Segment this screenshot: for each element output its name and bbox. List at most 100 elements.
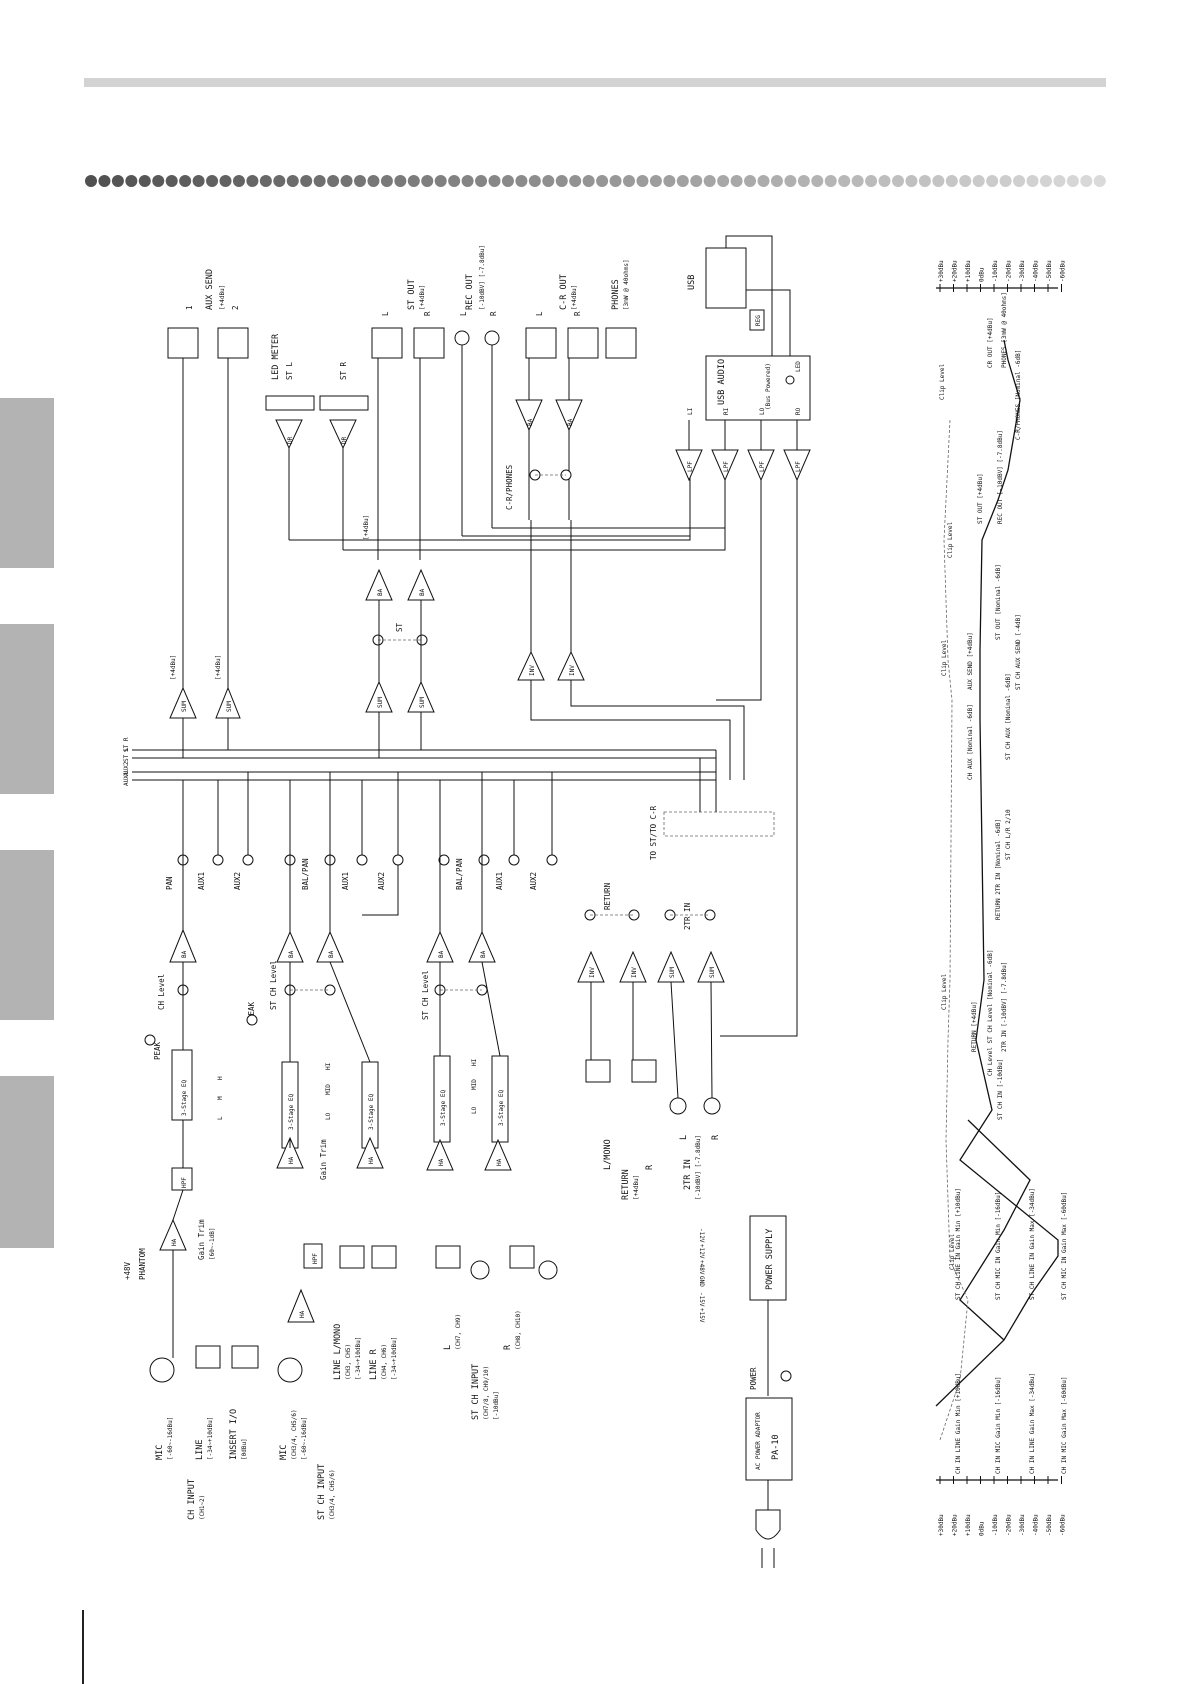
ch-line-jack[interactable] [195, 1345, 221, 1369]
ch-insert-level: [0dBu] [241, 1438, 248, 1460]
st78-l-rca[interactable] [470, 1260, 490, 1280]
2tr-sum-r-label: SUM [709, 967, 716, 978]
st34-ha-l-label: HA [288, 1156, 295, 1164]
st78-balpan-label: BAL/PAN [455, 858, 464, 890]
ch-aux1-knob[interactable] [212, 854, 224, 866]
level-scale-top: +10dBu [965, 260, 972, 282]
st78-aux1-knob[interactable] [508, 854, 520, 866]
st78-r-rca[interactable] [538, 1260, 558, 1280]
divider-dot [111, 175, 124, 187]
ch-line-label: LINE [195, 1440, 205, 1460]
usb-connector[interactable] [705, 247, 747, 309]
aux2-jack[interactable] [217, 327, 249, 359]
st34-eq-l-label: 3-Stage EQ [288, 1093, 295, 1130]
return-input-level: [+4dBu] [633, 1175, 640, 1200]
divider-dot [259, 175, 272, 187]
meter-st-r-label: ST R [339, 361, 348, 380]
usb-audio-label: USB AUDIO [717, 359, 727, 405]
st-out-r-jack[interactable] [413, 327, 445, 359]
divider-dot [959, 175, 972, 187]
bus-label-aux2: AUX2 [123, 761, 130, 776]
divider-dot [488, 175, 501, 187]
rec-out-l-jack[interactable] [454, 330, 470, 346]
divider-dot [407, 175, 420, 187]
rec-out-level: [-10dBV] [-7.8dBu] [479, 245, 486, 310]
header-bar [84, 78, 1106, 87]
cr-phones-label: C-R/PHONES [505, 464, 514, 510]
st-master-knob-r[interactable] [416, 634, 428, 646]
return-l-jack[interactable] [585, 1059, 611, 1083]
power-switch-icon[interactable] [780, 1370, 792, 1382]
st34-hpf-label: HPF [312, 1253, 319, 1264]
lpf-4-label: LPF [795, 461, 802, 472]
st34-aux2-knob[interactable] [392, 854, 404, 866]
2tr-l-rca[interactable] [669, 1097, 687, 1115]
rec-out-r-jack[interactable] [484, 330, 500, 346]
side-tab-3[interactable] [0, 850, 54, 1020]
divider-dot [273, 175, 286, 187]
st78-l-jack[interactable] [435, 1245, 461, 1269]
st78-r-jack[interactable] [509, 1245, 535, 1269]
divider-dot [300, 175, 313, 187]
ch-eq-l: L [217, 1116, 224, 1120]
power-supply-label: POWER SUPPLY [765, 1229, 775, 1290]
ch-mic-xlr[interactable] [149, 1357, 175, 1383]
st34-aux1-knob[interactable] [356, 854, 368, 866]
st34-balpan-label: BAL/PAN [301, 858, 310, 890]
st34-line-l-jack[interactable] [339, 1245, 365, 1269]
aux1-jack[interactable] [167, 327, 199, 359]
st78-bal-knob-r[interactable] [478, 854, 490, 866]
divider-dot [663, 175, 676, 187]
ch-hpf-label: HPF [181, 1177, 188, 1188]
divider-dot [784, 175, 797, 187]
level-scale-bottom: -50dBu [1046, 1514, 1053, 1536]
ch-ba-label: BA [181, 950, 188, 958]
to-st-cr-switch[interactable] [663, 811, 775, 837]
divider-dot [501, 175, 514, 187]
usb-led-label: LED [795, 361, 802, 372]
return-r-jack[interactable] [631, 1059, 657, 1083]
st34-line-r-jack[interactable] [371, 1245, 397, 1269]
level-note: CH IN LINE Gain Max [-34dBu] [1029, 1373, 1036, 1474]
aux1-sum-label: SUM [181, 701, 188, 712]
plus48v-label: +48V [123, 1261, 132, 1280]
2tr-r-rca[interactable] [703, 1097, 721, 1115]
level-scale-bottom: +20dBu [952, 1514, 959, 1536]
clip-level-line [939, 419, 969, 1441]
return-inv-r-label: INV [631, 967, 638, 978]
usb-reg-label: REG [755, 315, 762, 326]
cr-out-r-jack[interactable] [567, 327, 599, 359]
st78-input-sub: (CH7/8, CH9/10) [483, 1366, 490, 1420]
level-note: ST OUT [Nominal -6dB] [995, 564, 1002, 640]
divider-dot [354, 175, 366, 187]
side-tab-4[interactable] [0, 1076, 54, 1248]
divider-dot [636, 175, 649, 187]
st78-bal-knob-l[interactable] [438, 854, 450, 866]
level-scale-bottom: -40dBu [1033, 1514, 1040, 1536]
divider-dot [192, 175, 205, 187]
divider-dot [219, 175, 232, 187]
ch-insert-jack[interactable] [231, 1345, 259, 1369]
st-out-l-jack[interactable] [371, 327, 403, 359]
divider-dot [434, 175, 447, 187]
level-note: ST CH IN [-10dBu] [997, 1059, 1004, 1120]
2tr-r-label: R [711, 1134, 721, 1140]
ac-adaptor-label: AC POWER ADAPTOR [755, 1412, 762, 1470]
phones-jack[interactable] [605, 327, 637, 359]
side-tab-1[interactable] [0, 398, 54, 568]
st34-mic-xlr[interactable] [277, 1357, 303, 1383]
divider-dot [1039, 175, 1052, 187]
return-knob-r[interactable] [628, 909, 640, 921]
divider-dot [717, 175, 730, 187]
st78-l-label: L [443, 1345, 453, 1350]
clip-label-1: Clip Level [949, 1233, 956, 1270]
cr-out-l-jack[interactable] [525, 327, 557, 359]
divider-dot [838, 175, 851, 187]
divider-dot [206, 175, 219, 187]
ch-aux2-knob[interactable] [242, 854, 254, 866]
2tr-l-label: L [679, 1135, 689, 1140]
rail-p15v: +15V [698, 1308, 705, 1323]
st34-mic-label: MIC [279, 1445, 289, 1460]
st78-aux2-knob[interactable] [546, 854, 558, 866]
side-tab-2[interactable] [0, 624, 54, 794]
